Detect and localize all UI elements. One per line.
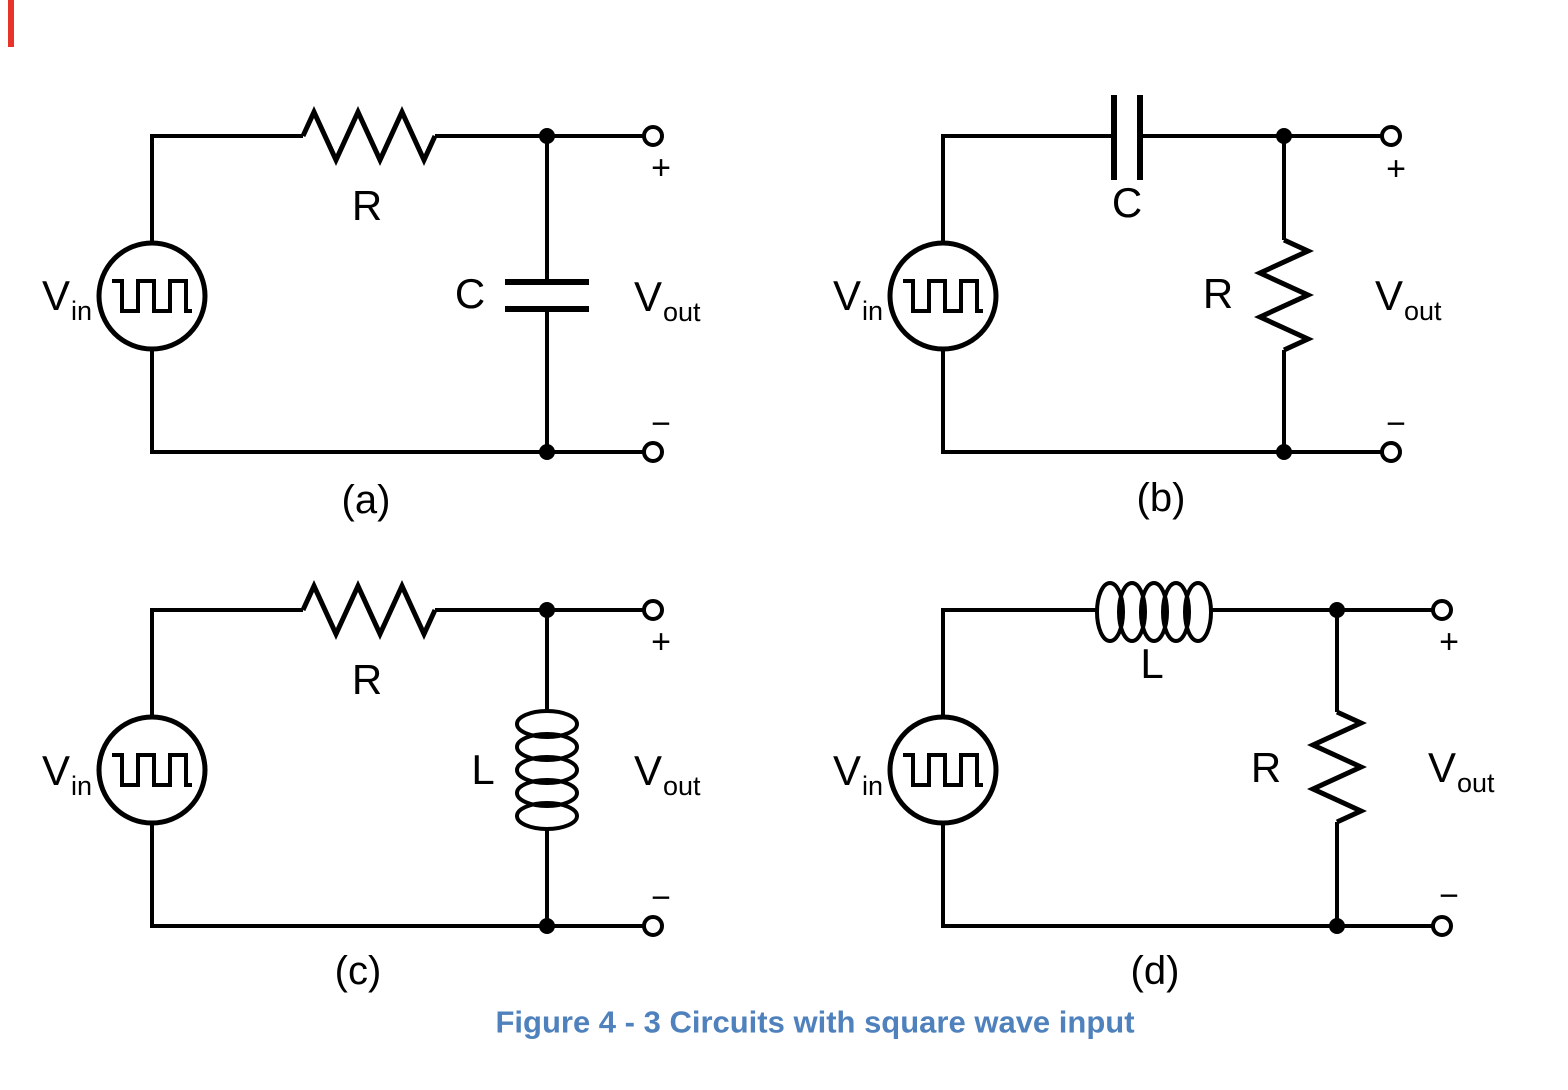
inductor-label: L	[471, 746, 495, 793]
resistor-symbol	[300, 105, 438, 167]
resistor-label: R	[351, 656, 383, 703]
wire	[150, 134, 303, 243]
vout-subscript: out	[1404, 296, 1442, 326]
inductor-coil-symbol	[1117, 581, 1147, 643]
wire	[150, 823, 644, 928]
plus-sign: +	[1386, 150, 1406, 188]
output-terminal-circle	[1380, 125, 1402, 147]
circuit-c-linework	[96, 579, 664, 937]
minus-sign: −	[651, 405, 671, 443]
vin-main: V	[833, 747, 862, 794]
vin-label: Vin	[833, 272, 883, 325]
connection-node-dot	[539, 444, 555, 460]
square-wave-icon	[112, 279, 192, 313]
output-terminal-circle	[1431, 599, 1453, 621]
vout-label: Vout	[1428, 744, 1495, 797]
margin-marker	[8, 0, 14, 47]
vin-label: Vin	[42, 747, 92, 800]
output-terminal-circle	[642, 125, 664, 147]
resistor-label: R	[1202, 270, 1234, 317]
vout-main: V	[634, 747, 663, 794]
inductor-label: L	[1140, 640, 1164, 687]
vin-subscript: in	[862, 296, 884, 326]
vin-subscript: in	[71, 296, 93, 326]
vin-label: Vin	[833, 747, 883, 800]
wire	[941, 608, 1097, 717]
wire	[941, 823, 1433, 928]
vout-subscript: out	[663, 297, 701, 327]
vout-subscript: out	[663, 771, 701, 801]
panel-caption-a: (a)	[341, 478, 391, 522]
circuit-a-linework	[96, 105, 664, 463]
plus-sign: +	[651, 623, 671, 661]
wire	[150, 608, 303, 717]
connection-node-dot	[1329, 918, 1345, 934]
output-terminal-circle	[642, 599, 664, 621]
capacitor-label: C	[1111, 179, 1143, 226]
circuit-d-linework	[887, 581, 1453, 937]
circuit-b-linework	[887, 95, 1402, 463]
resistor-symbol	[300, 579, 438, 641]
figure-caption: Figure 4 - 3 Circuits with square wave i…	[495, 1004, 1135, 1040]
vout-main: V	[1375, 272, 1404, 319]
vout-label: Vout	[634, 273, 701, 326]
square-wave-icon	[903, 753, 983, 787]
vout-label: Vout	[634, 747, 701, 800]
resistor-symbol	[1306, 709, 1368, 825]
vout-main: V	[1428, 744, 1457, 791]
plus-sign: +	[1439, 623, 1459, 661]
vout-main: V	[634, 273, 663, 320]
square-wave-icon	[903, 279, 983, 313]
resistor-label: R	[351, 182, 383, 229]
output-terminal-circle	[1431, 915, 1453, 937]
vout-subscript: out	[1457, 768, 1495, 798]
inductor-coil-symbol	[515, 732, 579, 762]
minus-sign: −	[1386, 405, 1406, 443]
capacitor-label: C	[454, 270, 486, 317]
vin-main: V	[42, 272, 71, 319]
connection-node-dot	[539, 918, 555, 934]
vin-label: Vin	[42, 272, 92, 325]
inductor-coil-symbol	[1139, 581, 1169, 643]
inductor-coil-symbol	[515, 778, 579, 808]
output-terminal-circle	[642, 915, 664, 937]
plus-sign: +	[651, 149, 671, 187]
output-terminal-circle	[642, 441, 664, 463]
vin-subscript: in	[862, 771, 884, 801]
panel-caption-c: (c)	[334, 949, 382, 993]
output-terminal-circle	[1380, 441, 1402, 463]
connection-node-dot	[1276, 444, 1292, 460]
inductor-coil-symbol	[515, 755, 579, 785]
resistor-symbol	[1253, 237, 1315, 353]
vin-main: V	[42, 747, 71, 794]
inductor-coil-symbol	[1095, 581, 1125, 643]
vin-subscript: in	[71, 771, 93, 801]
square-wave-icon	[112, 753, 192, 787]
minus-sign: −	[1439, 877, 1459, 915]
panel-caption-d: (d)	[1130, 949, 1180, 993]
vin-main: V	[833, 272, 862, 319]
resistor-label: R	[1250, 744, 1282, 791]
wire	[941, 134, 1114, 243]
wire	[941, 349, 1382, 454]
minus-sign: −	[651, 879, 671, 917]
vout-label: Vout	[1375, 272, 1442, 325]
panel-caption-b: (b)	[1136, 476, 1186, 520]
inductor-coil-symbol	[1161, 581, 1191, 643]
inductor-coil-symbol	[515, 709, 579, 739]
wire	[150, 349, 644, 454]
